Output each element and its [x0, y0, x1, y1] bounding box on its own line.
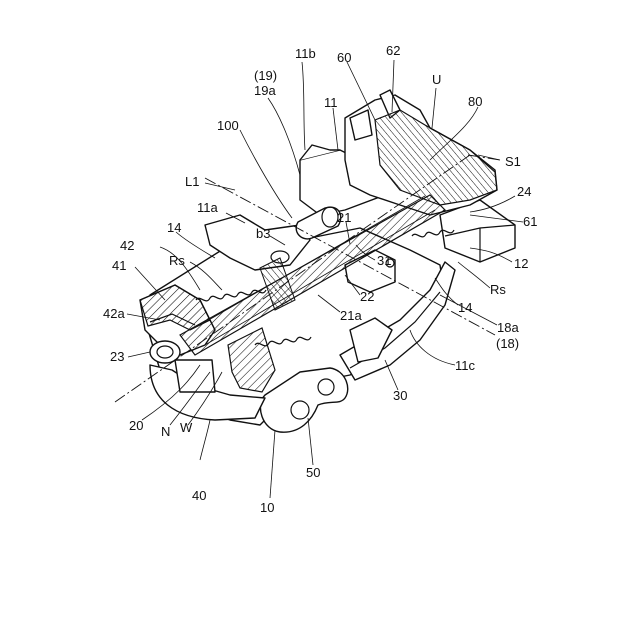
- label-U: U: [432, 72, 441, 87]
- label-20: 20: [129, 418, 143, 433]
- label-21a: 21a: [340, 308, 362, 323]
- label-24: 24: [517, 184, 531, 199]
- label-b3: b3: [256, 226, 270, 241]
- label-10: 10: [260, 500, 274, 515]
- label-40: 40: [192, 488, 206, 503]
- label-18: (18): [496, 336, 519, 351]
- label-30: 30: [393, 388, 407, 403]
- label-23: 23: [110, 349, 124, 364]
- label-60: 60: [337, 50, 351, 65]
- label-14-lower: 14: [458, 300, 472, 315]
- label-19: (19): [254, 68, 277, 83]
- label-Rs-left: Rs: [169, 253, 185, 268]
- label-11a: 11a: [197, 200, 218, 215]
- label-12: 12: [514, 256, 528, 271]
- label-41: 41: [112, 258, 126, 273]
- label-11c: 11c: [455, 358, 475, 373]
- label-Rs-right: Rs: [490, 282, 506, 297]
- label-100: 100: [217, 118, 239, 133]
- label-11b: 11b: [295, 46, 316, 61]
- label-80: 80: [468, 94, 482, 109]
- label-21: 21: [337, 210, 351, 225]
- label-50: 50: [306, 465, 320, 480]
- label-18a: 18a: [497, 320, 519, 335]
- label-42a: 42a: [103, 306, 125, 321]
- label-14-upper: 14: [167, 220, 181, 235]
- label-S1: S1: [505, 154, 521, 169]
- label-N: N: [161, 424, 170, 439]
- label-31: 31: [377, 253, 391, 268]
- label-W: W: [180, 420, 193, 435]
- label-61: 61: [523, 214, 537, 229]
- label-42: 42: [120, 238, 134, 253]
- label-11: 11: [324, 95, 338, 110]
- label-19a: 19a: [254, 83, 276, 98]
- label-62: 62: [386, 43, 400, 58]
- label-22: 22: [360, 289, 374, 304]
- label-L1: L1: [185, 174, 199, 189]
